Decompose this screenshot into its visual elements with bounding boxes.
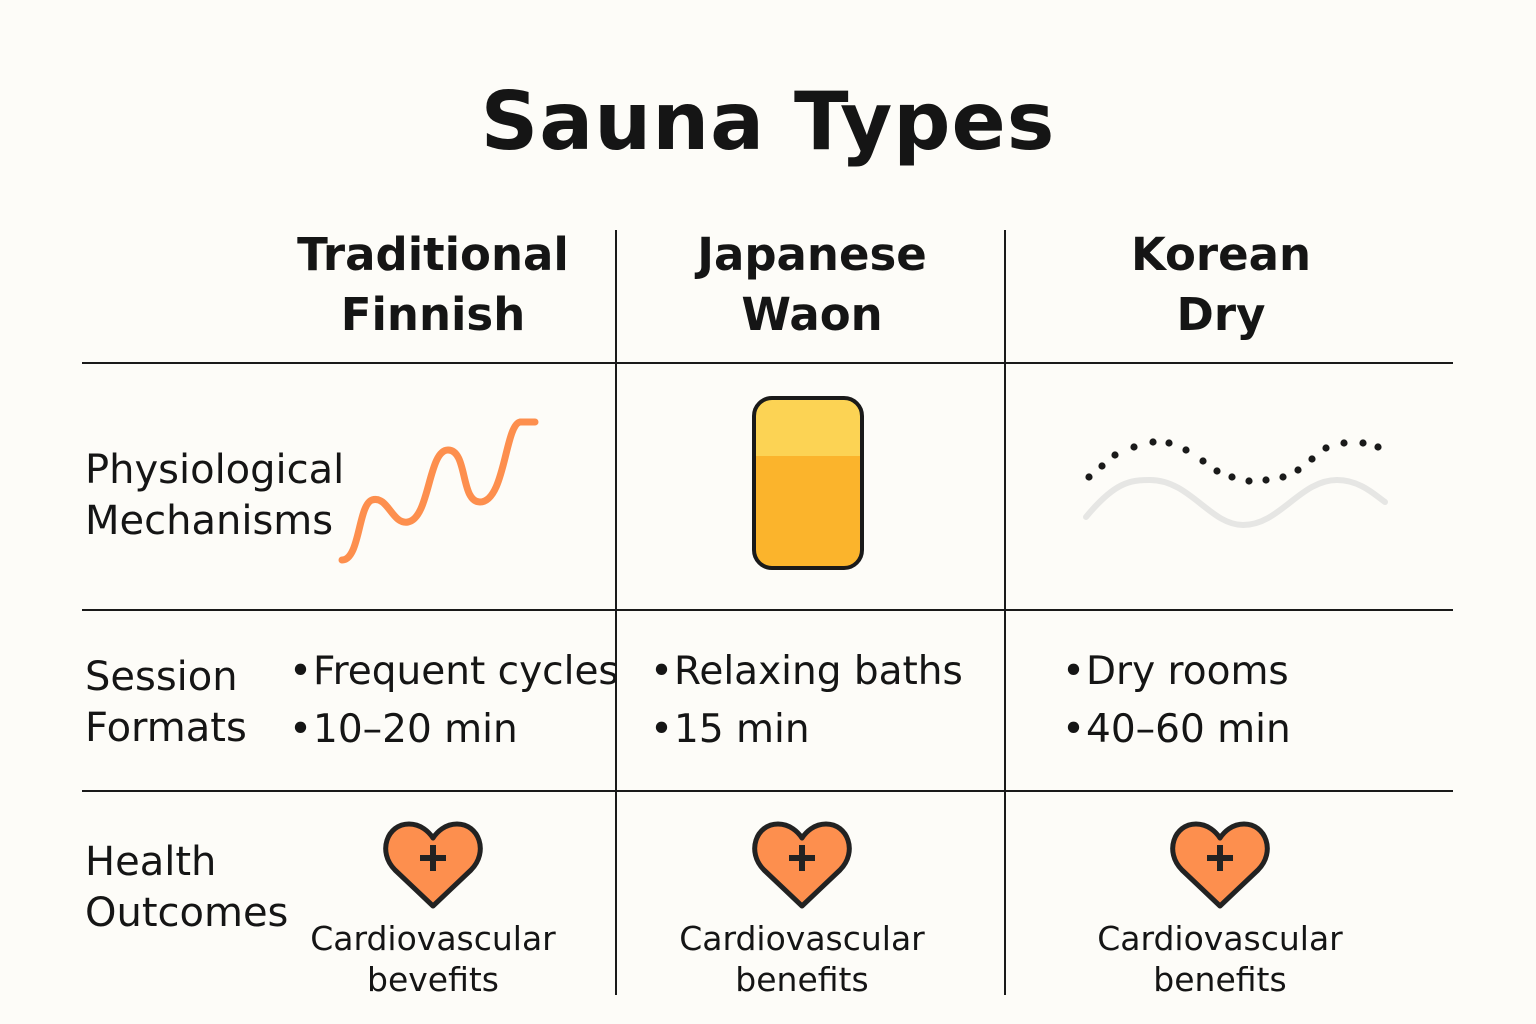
column-divider (1004, 230, 1006, 995)
heart-plus-icon (283, 818, 583, 912)
item-text: Dry rooms (1086, 649, 1289, 694)
wave-dot (1130, 443, 1138, 451)
wave-dot (1262, 476, 1270, 484)
wave-dot (1165, 439, 1173, 447)
heart-plus-icon (1070, 818, 1370, 912)
label-line: Physiological (85, 447, 345, 493)
label-line: Session (85, 654, 238, 700)
header-line: Korean (1130, 228, 1312, 281)
wave-dot (1340, 439, 1348, 447)
item-text: 40–60 min (1086, 707, 1291, 752)
outcome-text: Cardiovascular (679, 919, 925, 958)
header-line: Waon (741, 288, 883, 341)
item-text: Relaxing baths (674, 649, 963, 694)
list-item: •Frequent cycles (289, 643, 619, 701)
row-label-health: Health Outcomes (85, 837, 288, 939)
session-list-finnish: •Frequent cycles •10–20 min (289, 643, 619, 759)
bullet: • (289, 649, 313, 694)
header-line: Traditional (297, 228, 569, 281)
row-divider (82, 790, 1453, 792)
column-header-japanese: Japanese Waon (622, 225, 1002, 345)
outcome-text: Cardiovascular (1097, 919, 1343, 958)
wave-dot (1359, 439, 1367, 447)
row-divider (82, 362, 1453, 364)
bullet: • (289, 707, 313, 752)
list-item: •15 min (650, 701, 963, 759)
bullet: • (1062, 707, 1086, 752)
warm-panel-icon (752, 396, 864, 570)
row-divider (82, 609, 1453, 611)
header-line: Finnish (340, 288, 526, 341)
bullet: • (650, 707, 674, 752)
item-text: 15 min (674, 707, 810, 752)
label-line: Health (85, 839, 217, 885)
wave-dot (1279, 473, 1287, 481)
outcome-text: bevefits (367, 960, 499, 999)
outcome-text: benefits (1153, 960, 1287, 999)
list-item: •Dry rooms (1062, 643, 1291, 701)
list-item: •10–20 min (289, 701, 619, 759)
label-line: Outcomes (85, 890, 289, 936)
wave-dot (1245, 477, 1253, 485)
wave-dot (1213, 467, 1221, 475)
item-text: 10–20 min (313, 707, 518, 752)
row-label-physiological: Physiological Mechanisms (85, 445, 344, 547)
session-list-japanese: •Relaxing baths •15 min (650, 643, 963, 759)
list-item: •40–60 min (1062, 701, 1291, 759)
wave-dot (1294, 466, 1302, 474)
wave-dot (1098, 462, 1106, 470)
header-line: Japanese (697, 228, 927, 281)
row-label-session: Session Formats (85, 652, 247, 754)
heart-plus-icon (652, 818, 952, 912)
wave-dot (1322, 444, 1330, 452)
page-title: Sauna Types (480, 75, 1056, 168)
column-header-finnish: Traditional Finnish (243, 225, 623, 345)
label-line: Mechanisms (85, 498, 334, 544)
list-item: •Relaxing baths (650, 643, 963, 701)
wave-dot (1308, 455, 1316, 463)
column-divider (615, 230, 617, 995)
column-header-korean: Korean Dry (1031, 225, 1411, 345)
header-line: Dry (1176, 288, 1266, 341)
heat-wave-icon (338, 418, 539, 564)
dry-air-wave-icon (1083, 438, 1388, 529)
wave-dot (1149, 438, 1157, 446)
wave-dot (1111, 451, 1119, 459)
item-text: Frequent cycles (313, 649, 619, 694)
outcome-text: Cardiovascular (310, 919, 556, 958)
session-list-korean: •Dry rooms •40–60 min (1062, 643, 1291, 759)
wave-dot (1085, 473, 1093, 481)
label-line: Formats (85, 705, 247, 751)
wave-dot (1199, 457, 1207, 465)
wave-dot (1228, 473, 1236, 481)
wave-dot (1182, 446, 1190, 454)
bullet: • (1062, 649, 1086, 694)
bullet: • (650, 649, 674, 694)
wave-dot (1374, 443, 1382, 451)
outcome-text: benefits (735, 960, 869, 999)
